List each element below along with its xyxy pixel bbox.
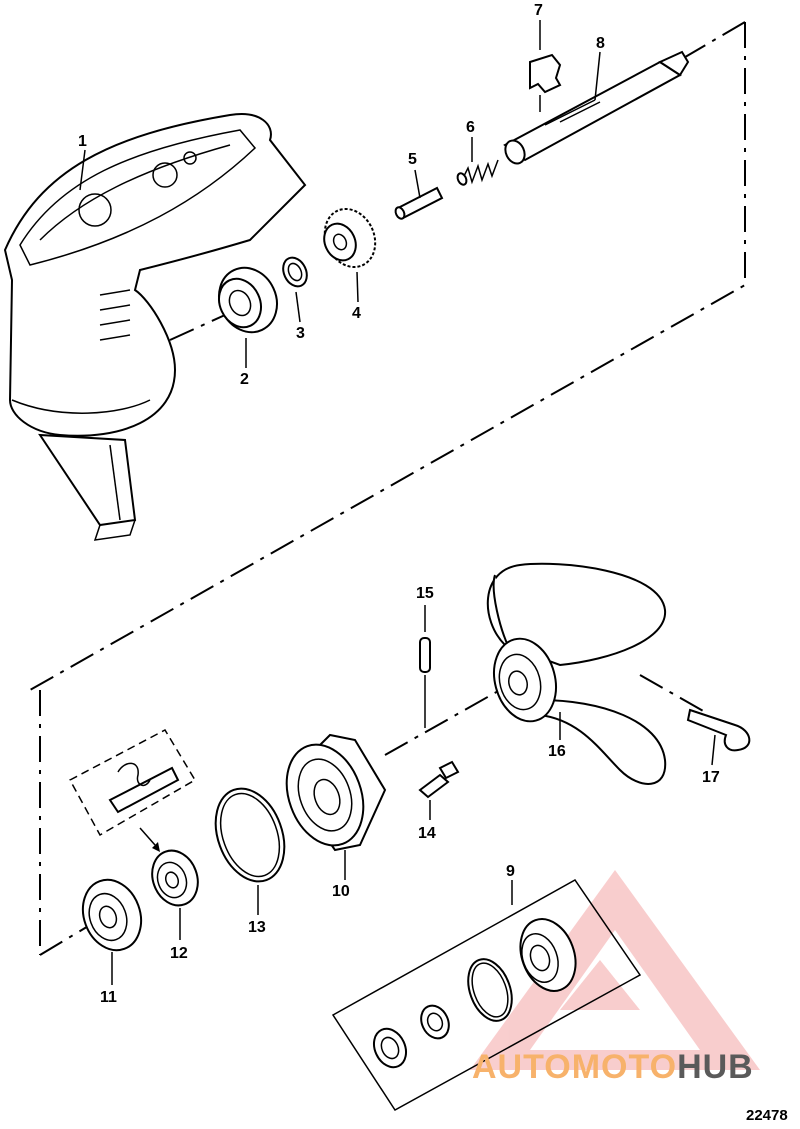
watermark-part2: HUB — [677, 1048, 754, 1086]
kit-box — [331, 879, 642, 1111]
watermark-part1: AUTOMOTO — [472, 1048, 677, 1086]
shim-ring-icon — [282, 256, 308, 288]
callout-14: 14 — [418, 825, 436, 842]
callout-13: 13 — [248, 919, 266, 936]
callout-4: 4 — [352, 305, 361, 322]
watermark-text: AUTOMOTOHUB — [472, 1048, 754, 1086]
assembly-axis-lines — [29, 21, 746, 956]
callout-17: 17 — [702, 769, 720, 786]
callout-6: 6 — [466, 119, 475, 136]
o-ring-icon — [214, 787, 286, 883]
detail-inset — [68, 729, 197, 852]
kit-bearing-small-icon — [372, 1027, 408, 1069]
pinion-gear-icon — [323, 207, 377, 269]
shaft-icon — [503, 50, 690, 165]
callout-2: 2 — [240, 371, 249, 388]
figure-number: 22478 — [746, 1107, 788, 1124]
ball-bearing-icon — [218, 266, 278, 334]
callout-3: 3 — [296, 325, 305, 342]
callout-11: 11 — [100, 989, 117, 1006]
callout-8: 8 — [596, 35, 605, 52]
callout-7: 7 — [534, 2, 543, 19]
drive-pin-icon — [419, 605, 431, 728]
cotter-pin-icon — [686, 708, 751, 752]
svg-text:AUTOMOTOHUB: AUTOMOTOHUB — [472, 1048, 754, 1086]
kit-bearing-icon — [420, 1004, 450, 1040]
callout-12: 12 — [170, 945, 188, 962]
callout-15: 15 — [416, 585, 434, 602]
lower-bearing-icon — [81, 878, 143, 952]
kit-carrier-icon — [519, 918, 577, 992]
propeller-icon — [486, 562, 667, 785]
watermark-logo — [470, 870, 760, 1070]
bolt-icon — [418, 760, 460, 799]
needle-bearing-icon — [151, 849, 199, 907]
gearcase-housing-icon — [3, 113, 307, 541]
bearing-carrier-icon — [285, 733, 387, 852]
callout-5: 5 — [408, 151, 417, 168]
callout-10: 10 — [332, 883, 350, 900]
shift-cam-icon — [529, 53, 562, 94]
leader-lines — [79, 20, 716, 985]
callout-1: 1 — [78, 133, 87, 150]
callout-labels: 1 2 3 4 5 6 7 8 9 10 11 12 13 14 15 16 1… — [78, 2, 720, 1006]
pin-icon — [394, 186, 444, 220]
callout-16: 16 — [548, 743, 566, 760]
kit-o-ring-icon — [467, 958, 513, 1022]
spring-icon — [456, 159, 499, 186]
callout-9: 9 — [506, 863, 515, 880]
